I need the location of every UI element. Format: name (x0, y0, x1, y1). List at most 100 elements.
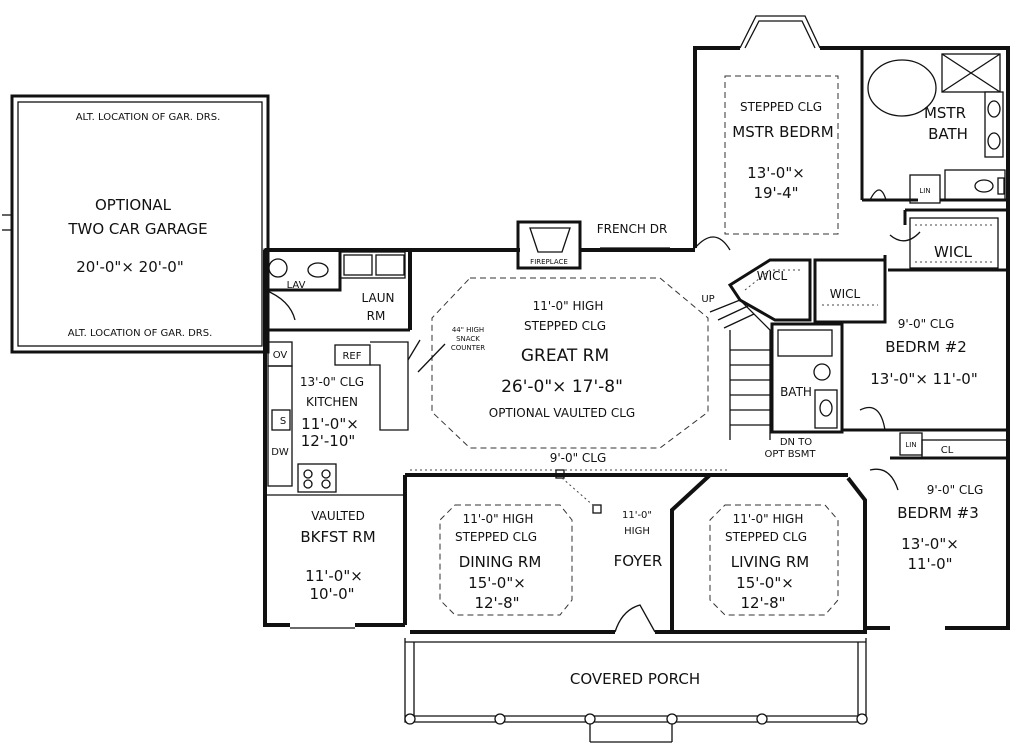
master-bedroom-ceiling: STEPPED CLG (740, 100, 822, 114)
wicl-b-label: WICL (830, 287, 861, 301)
living-height: 11'-0" HIGH (733, 512, 804, 526)
kitchen: OV REF 13'-0" CLG KITCHEN 11'-0"× 12'-10… (265, 339, 421, 496)
master-bath-name-1: MSTR (924, 104, 966, 122)
porch-column (584, 713, 596, 725)
exterior-walls (263, 15, 1010, 634)
garage-label: TWO CAR GARAGE (67, 220, 207, 238)
laundry-name-2: RM (367, 309, 386, 323)
bathtub-icon (867, 59, 937, 117)
garage-dims: 20'-0"× 20'-0" (76, 258, 183, 276)
dining-dims-1: 15'-0"× (468, 574, 526, 592)
fireplace-label: FIREPLACE (530, 258, 568, 266)
master-wicl-label: WICL (934, 243, 973, 261)
bedroom3-linen-label: LIN (905, 441, 916, 449)
bedroom2-dims: 13'-0"× 11'-0" (870, 370, 977, 388)
master-linen-label: LIN (919, 187, 930, 195)
master-closet: WICL (888, 208, 1008, 272)
hall-vanity-icon (814, 389, 838, 429)
porch-column (404, 713, 416, 725)
master-bedroom-dims-2: 19'-4" (753, 184, 798, 202)
fireplace: FIREPLACE (516, 220, 582, 270)
stairs-down-label-1: DN TO (780, 437, 812, 448)
laundry-name-1: LAUN (362, 291, 395, 305)
master-bedroom-name: MSTR BEDRM (732, 123, 834, 141)
breakfast-vaulted: VAULTED (311, 509, 365, 523)
hall-tub-icon (777, 329, 833, 357)
kitchen-dims-2: 12'-10" (301, 432, 356, 450)
living-room: 11'-0" HIGH STEPPED CLG LIVING RM 15'-0"… (709, 504, 839, 616)
hall-bath-name: BATH (780, 385, 812, 399)
master-bath: MSTR BATH LIN (862, 53, 1008, 204)
toilet-icon (974, 179, 994, 193)
living-name: LIVING RM (731, 553, 809, 571)
garage-label-optional: OPTIONAL (95, 196, 172, 214)
living-ceiling: STEPPED CLG (725, 530, 807, 544)
cooktop-icon (297, 463, 337, 493)
dining-room: 11'-0" HIGH STEPPED CLG DINING RM 15'-0"… (439, 504, 573, 616)
bedroom-3: LIN CL 9'-0" CLG BEDRM #3 13'-0"× 11'-0" (869, 432, 1009, 573)
snack-counter-2: SNACK (456, 335, 480, 343)
sink-label: S (280, 416, 286, 427)
porch-column (756, 713, 768, 725)
dining-ceiling: STEPPED CLG (455, 530, 537, 544)
dishwasher-label: DW (271, 447, 289, 458)
stairs-down-label-2: OPT BSMT (765, 449, 817, 460)
column-markers (555, 469, 602, 514)
hall-closets: WICL WICL (727, 255, 887, 324)
bedroom3-name: BEDRM #3 (897, 504, 979, 522)
great-room-optional: OPTIONAL VAULTED CLG (489, 406, 635, 420)
foyer: 11'-0" HIGH FOYER (614, 510, 663, 633)
hall-toilet-icon (813, 363, 831, 381)
porch-column (856, 713, 868, 725)
master-bedroom: STEPPED CLG MSTR BEDRM 13'-0"× 19'-4" (694, 48, 864, 251)
garage-alt-doors-bottom: ALT. LOCATION OF GAR. DRS. (68, 328, 213, 339)
snack-counter-3: COUNTER (451, 344, 485, 352)
bedroom2-name: BEDRM #2 (885, 338, 967, 356)
master-bath-name-2: BATH (928, 125, 968, 143)
stairs: UP DN TO OPT BSMT (701, 294, 816, 460)
dining-name: DINING RM (459, 553, 542, 571)
breakfast-room: VAULTED BKFST RM 11'-0"× 10'-0" (290, 509, 376, 629)
kitchen-name: KITCHEN (306, 395, 358, 409)
wicl-a-label: WICL (757, 269, 788, 283)
breakfast-name: BKFST RM (300, 528, 375, 546)
oven-label: OV (273, 350, 288, 361)
garage: ALT. LOCATION OF GAR. DRS. OPTIONAL TWO … (2, 94, 270, 354)
dining-dims-2: 12'-8" (474, 594, 519, 612)
bedroom3-closet-label: CL (941, 445, 954, 456)
bedroom-2: 9'-0" CLG BEDRM #2 13'-0"× 11'-0" (840, 317, 1008, 432)
lav-sink-icon (268, 258, 288, 278)
bedroom2-ceiling: 9'-0" CLG (898, 317, 955, 331)
hall-ceiling-label: 9'-0" CLG (550, 451, 607, 465)
kitchen-ceiling: 13'-0" CLG (300, 375, 364, 389)
porch-column (666, 713, 678, 725)
porch-name: COVERED PORCH (570, 670, 700, 688)
foyer-height-1: 11'-0" (622, 510, 652, 521)
lav-label: LAV (287, 280, 306, 291)
foyer-height-2: HIGH (624, 526, 650, 537)
great-room-ceiling: STEPPED CLG (524, 319, 606, 333)
bedroom3-ceiling: 9'-0" CLG (927, 483, 984, 497)
breakfast-dims-2: 10'-0" (309, 585, 354, 603)
covered-porch: COVERED PORCH (404, 638, 868, 743)
garage-alt-doors-top: ALT. LOCATION OF GAR. DRS. (76, 112, 221, 123)
living-dims-2: 12'-8" (740, 594, 785, 612)
ref-label: REF (342, 351, 361, 362)
breakfast-dims-1: 11'-0"× (305, 567, 363, 585)
lav-laundry: LAV LAUN RM (263, 248, 410, 332)
double-vanity-icon (984, 91, 1004, 158)
porch-column (494, 713, 506, 725)
kitchen-dims-1: 11'-0"× (301, 415, 359, 433)
foyer-name: FOYER (614, 552, 663, 570)
great-room-dims: 26'-0"× 17'-8" (501, 377, 623, 397)
french-door-label: FRENCH DR (597, 222, 668, 236)
stairs-up-label: UP (701, 294, 714, 305)
living-dims-1: 15'-0"× (736, 574, 794, 592)
lav-toilet-icon (307, 262, 329, 278)
great-room: 11'-0" HIGH STEPPED CLG GREAT RM 26'-0"×… (410, 277, 730, 471)
bedroom3-dims-2: 11'-0" (907, 555, 952, 573)
great-room-height: 11'-0" HIGH (533, 299, 604, 313)
hall-bath: BATH (770, 322, 844, 434)
great-room-name: GREAT RM (521, 346, 609, 366)
